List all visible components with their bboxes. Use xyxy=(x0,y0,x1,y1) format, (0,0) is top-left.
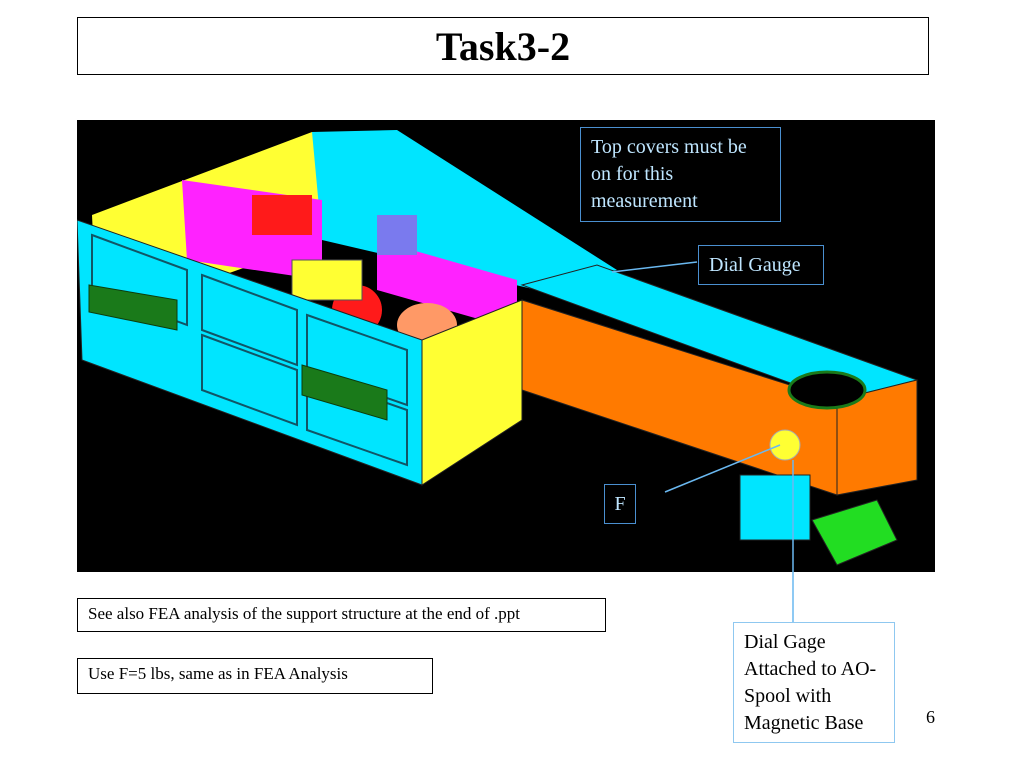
yellow-block xyxy=(291,259,363,301)
panel-window-1 xyxy=(91,233,188,327)
callout-top-covers: Top covers must be on for this measureme… xyxy=(580,127,781,222)
callout-dial-gage-spool: Dial Gage Attached to AO-Spool with Magn… xyxy=(733,622,895,743)
slide-title: Task3-2 xyxy=(77,17,929,75)
panel-window-2 xyxy=(201,273,298,367)
magnetic-base xyxy=(811,499,898,566)
page-number: 6 xyxy=(926,707,935,727)
blue-component xyxy=(377,215,417,255)
cad-drawing xyxy=(77,130,919,566)
panel-window-3 xyxy=(306,313,408,407)
note-force-value: Use F=5 lbs, same as in FEA Analysis xyxy=(77,658,433,694)
note-fea-analysis: See also FEA analysis of the support str… xyxy=(77,598,606,632)
callout-dial-gauge: Dial Gauge xyxy=(698,245,824,285)
red-component-1 xyxy=(252,195,312,235)
force-point-disc xyxy=(769,429,801,461)
arm-end-orange xyxy=(836,379,918,496)
callout-force: F xyxy=(604,484,636,524)
spool-opening xyxy=(787,370,867,410)
cad-assembly-image xyxy=(77,120,935,572)
side-panel-yellow xyxy=(421,299,523,486)
handle-right xyxy=(301,364,388,421)
partition-magenta-2 xyxy=(377,240,517,330)
handle-left xyxy=(88,284,178,331)
spool-mount xyxy=(739,474,811,541)
panel-window-4 xyxy=(201,333,298,427)
